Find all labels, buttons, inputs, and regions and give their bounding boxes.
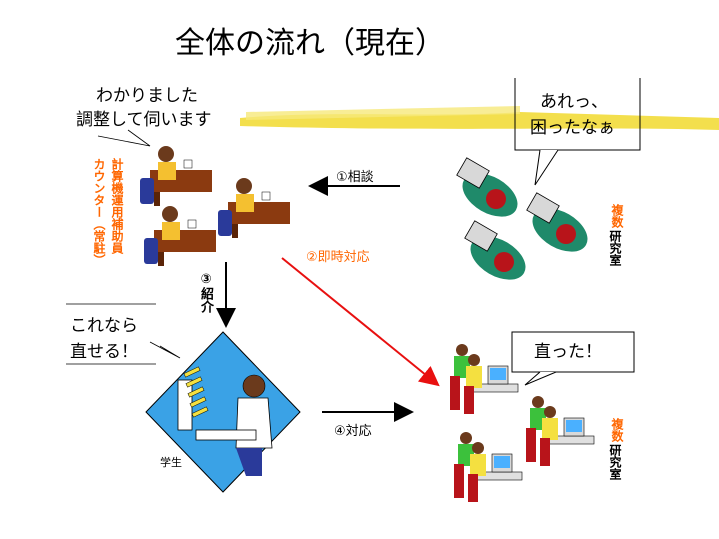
helpdesk-speech-line1: わかりました <box>96 86 198 106</box>
lab-bottom-label-multiple: 複数 <box>610 418 624 442</box>
immediate-arrow <box>281 257 440 387</box>
step-introduce-number: ③ <box>200 272 212 287</box>
lab-top-bubble-frame <box>514 78 641 151</box>
fixed-bubble-frame <box>511 331 635 373</box>
student-bubble-pointer <box>149 341 181 359</box>
counter-label-staff: 計算機運用補助員 <box>110 158 124 254</box>
helpdesk-speech-line2: 調整して伺います <box>76 110 212 130</box>
lab-bottom-label-lab: 研究室 <box>608 444 622 480</box>
student-label: 学生 <box>160 456 182 469</box>
lab-bottom-clipart <box>450 344 595 502</box>
student-speech-line2: 直せる！ <box>70 342 138 362</box>
counter-label-counter: カウンター（常駐） <box>92 158 106 266</box>
step-introduce-text: 紹介 <box>198 287 213 313</box>
step-consult-label: ①相談 <box>336 170 374 185</box>
highlighter-stroke <box>240 106 719 130</box>
step-immediate-label: ②即時対応 <box>306 250 370 265</box>
step-respond-label: ④対応 <box>334 424 372 439</box>
helpdesk-staff-clipart <box>140 146 290 266</box>
lab-top-speech-line2: 困ったなぁ <box>530 118 615 138</box>
lab-top-speech-line1: あれっ、 <box>540 92 608 112</box>
fixed-speech: 直った！ <box>534 342 602 362</box>
lab-top-label-lab: 研究室 <box>608 230 622 266</box>
fixed-bubble-tail <box>524 371 557 386</box>
step-introduce-label: ③ 紹介 <box>198 272 214 313</box>
lab-top-bubble-tail <box>534 149 559 186</box>
student-speech-line1: これなら <box>70 316 138 336</box>
helpdesk-callout-pointer <box>97 129 151 147</box>
student-clipart <box>145 331 301 493</box>
page-title: 全体の流れ（現在） <box>175 26 445 61</box>
lab-top-clipart <box>456 157 588 280</box>
lab-top-label-multiple: 複数 <box>610 204 624 228</box>
